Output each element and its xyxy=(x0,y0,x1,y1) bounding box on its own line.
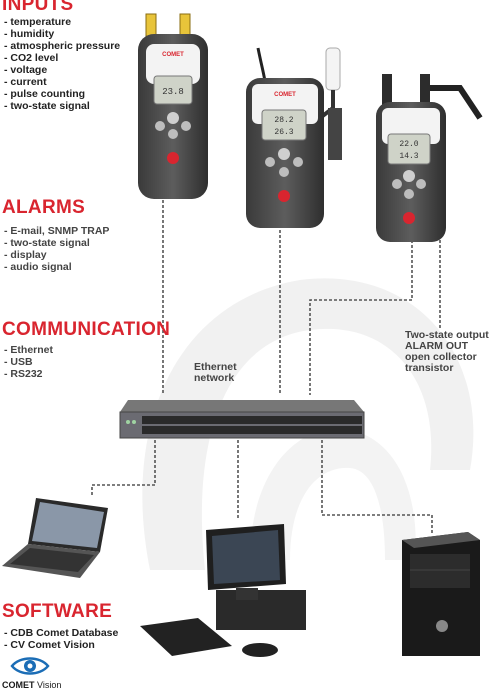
list-item: current xyxy=(4,76,120,88)
list-item: display xyxy=(4,249,109,261)
meter-device-1: COMET 23.8 xyxy=(138,13,208,199)
communication-heading: COMMUNICATION xyxy=(2,319,171,340)
list-item: CV Comet Vision xyxy=(4,639,118,651)
meter-2-reading-top: 28.2 xyxy=(274,116,293,125)
list-item: audio signal xyxy=(4,261,109,273)
list-item: E-mail, SNMP TRAP xyxy=(4,225,109,237)
comet-vision-logo: COMET Vision xyxy=(2,680,61,690)
output-label-line: Two-state output xyxy=(405,329,489,341)
alarms-list: E-mail, SNMP TRAP two-state signal displ… xyxy=(4,225,109,273)
list-item: two-state signal xyxy=(4,100,120,112)
list-item: Ethernet xyxy=(4,344,53,356)
list-item: temperature xyxy=(4,16,120,28)
ethernet-label-line: Ethernet xyxy=(194,361,237,373)
output-label-line: ALARM OUT xyxy=(405,340,468,352)
meter-1-brand: COMET xyxy=(162,52,184,58)
list-item: USB xyxy=(4,356,53,368)
alarms-heading: ALARMS xyxy=(2,197,86,218)
ethernet-network-label: Ethernet network xyxy=(194,362,237,384)
list-item: CO2 level xyxy=(4,52,120,64)
list-item: voltage xyxy=(4,64,120,76)
two-state-output-label: Two-state output ALARM OUT open collecto… xyxy=(405,330,489,374)
list-item: atmospheric pressure xyxy=(4,40,120,52)
meter-3-reading-top: 22.0 xyxy=(399,140,418,149)
output-label-line: open collector xyxy=(405,351,477,363)
meter-device-3: 22.0 14.3 xyxy=(376,74,483,242)
inputs-heading: INPUTS xyxy=(2,0,74,15)
laptop-computer xyxy=(2,498,108,578)
inputs-list: temperature humidity atmospheric pressur… xyxy=(4,16,120,112)
meter-2-reading-bottom: 26.3 xyxy=(274,128,293,137)
communication-list: Ethernet USB RS232 xyxy=(4,344,53,380)
software-list: CDB Comet Database CV Comet Vision xyxy=(4,627,118,651)
logo-brand: COMET xyxy=(2,680,35,690)
ethernet-switch xyxy=(119,400,365,439)
comet-vision-eye-icon xyxy=(10,657,50,675)
logo-product: Vision xyxy=(37,680,62,690)
list-item: RS232 xyxy=(4,368,53,380)
software-heading: SOFTWARE xyxy=(2,601,113,622)
list-item: humidity xyxy=(4,28,120,40)
list-item: two-state signal xyxy=(4,237,109,249)
meter-1-reading: 23.8 xyxy=(162,87,184,97)
meter-3-reading-bottom: 14.3 xyxy=(399,152,418,161)
desktop-workstation xyxy=(140,524,306,657)
list-item: CDB Comet Database xyxy=(4,627,118,639)
tower-pc xyxy=(402,532,480,656)
ethernet-label-line: network xyxy=(194,372,235,384)
meter-device-2: COMET 28.2 26.3 xyxy=(246,47,342,228)
list-item: pulse counting xyxy=(4,88,120,100)
output-label-line: transistor xyxy=(405,362,454,374)
meter-2-brand: COMET xyxy=(274,92,296,98)
